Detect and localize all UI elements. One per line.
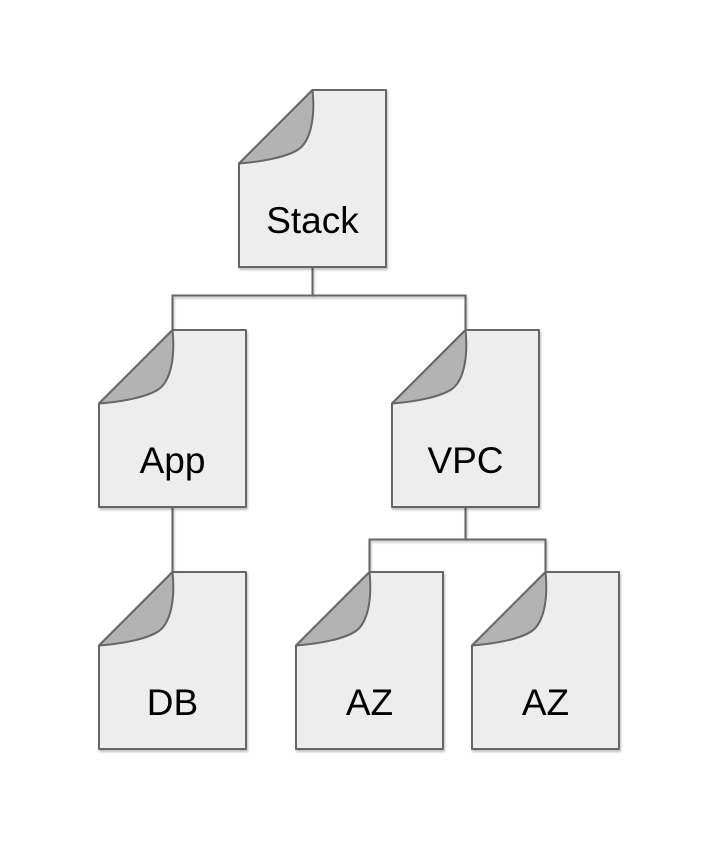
edge-stack-children [171, 268, 467, 329]
node-label: DB [146, 682, 199, 723]
node-label: AZ [345, 682, 394, 723]
node-app: App [98, 329, 247, 508]
edge-vpc-children [368, 508, 547, 571]
node-az-2: AZ [471, 571, 620, 750]
node-stack: Stack [238, 89, 387, 268]
folded-corner-icon [98, 571, 175, 647]
document-shape-icon [391, 329, 540, 508]
document-shape-icon [238, 89, 387, 268]
document-shape-icon [98, 329, 247, 508]
node-label: AZ [521, 682, 570, 723]
document-shape-icon [98, 571, 247, 750]
document-shape-icon [471, 571, 620, 750]
node-vpc: VPC [391, 329, 540, 508]
node-az-1: AZ [295, 571, 444, 750]
folded-corner-icon [295, 571, 372, 647]
folded-corner-icon [98, 329, 175, 405]
node-label: VPC [427, 440, 504, 481]
node-label: App [139, 440, 206, 481]
folded-corner-icon [238, 89, 315, 165]
node-db: DB [98, 571, 247, 750]
node-label: Stack [266, 200, 359, 241]
folded-corner-icon [471, 571, 548, 647]
folded-corner-icon [391, 329, 468, 405]
document-shape-icon [295, 571, 444, 750]
